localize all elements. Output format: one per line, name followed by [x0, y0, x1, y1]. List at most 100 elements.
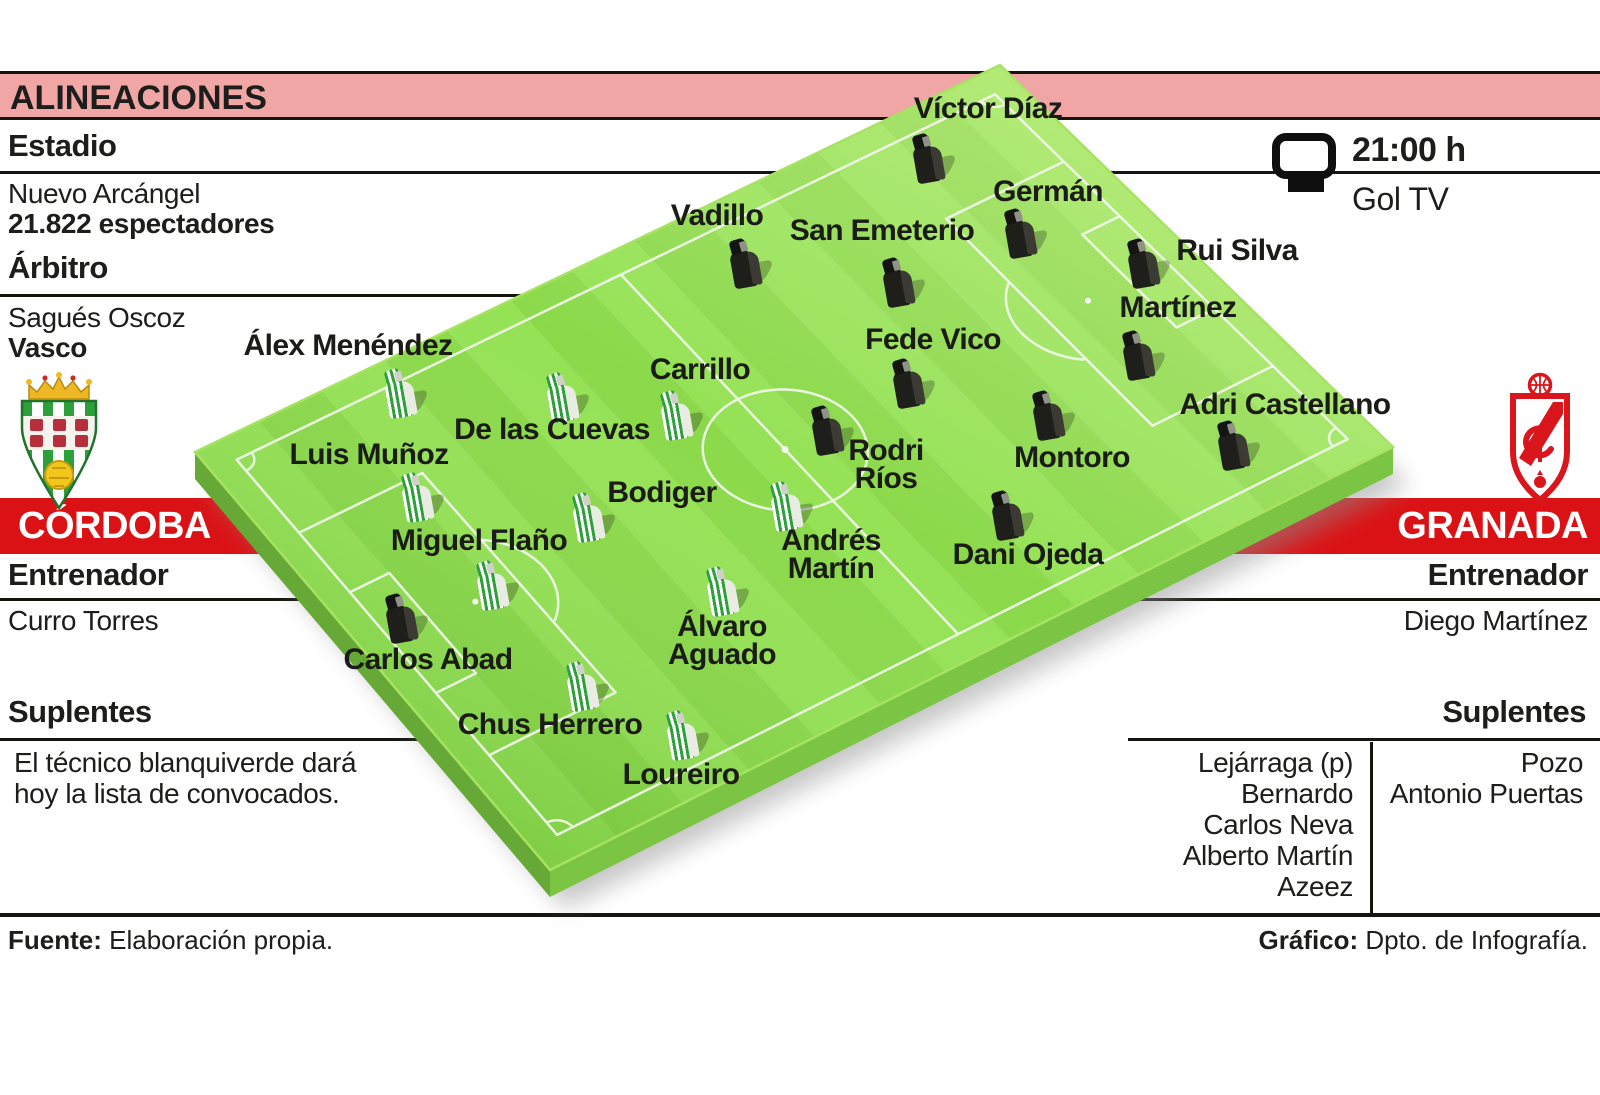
- suplentes-label-granada: Suplentes: [1442, 694, 1586, 729]
- player-figure: [1214, 417, 1264, 472]
- entrenador-label-granada: Entrenador: [1427, 557, 1589, 592]
- player-figure: [726, 235, 776, 290]
- grafico-value: Dpto. de Infografía.: [1365, 925, 1588, 955]
- player-face: [669, 392, 680, 405]
- arbitro-origen: Vasco: [8, 332, 87, 363]
- player-figure: [879, 254, 929, 309]
- player-name: Chus Herrero: [457, 708, 643, 741]
- suplente: Antonio Puertas: [1389, 778, 1584, 809]
- player-name: Martínez: [1119, 291, 1237, 324]
- tv-icon: [1272, 133, 1336, 179]
- player-figure: [1029, 387, 1079, 442]
- estadio-value: Nuevo Arcángel: [8, 178, 201, 209]
- player-figure: [398, 469, 448, 524]
- fuente-value: Elaboración propia.: [109, 925, 334, 955]
- player-face: [581, 494, 592, 507]
- player-face: [779, 483, 790, 496]
- player-face: [738, 240, 749, 253]
- player-name: De las Cuevas: [454, 413, 650, 446]
- player-face: [555, 374, 566, 387]
- grafico-label: Gráfico:: [1258, 925, 1359, 955]
- player-figure: [1119, 327, 1169, 382]
- player-name: Víctor Díaz: [913, 92, 1063, 125]
- suplentes-label-cordoba: Suplentes: [8, 694, 152, 729]
- player-face: [891, 259, 902, 272]
- entrenador-granada: Diego Martínez: [1403, 605, 1589, 636]
- granada-name: GRANADA: [1397, 505, 1588, 547]
- rule-entrenador-right: [1000, 598, 1600, 601]
- rule-footer: [0, 913, 1600, 917]
- player-figure: [381, 365, 431, 420]
- player-figure: [657, 387, 707, 442]
- arbitro-label: Árbitro: [8, 250, 108, 285]
- player-name: Fede Vico: [865, 323, 1001, 356]
- rule-estadio: [0, 171, 1600, 174]
- crown: [28, 375, 90, 400]
- player-face: [921, 135, 932, 148]
- rule-entrenador-left: [0, 598, 340, 601]
- player-face: [393, 370, 404, 383]
- player-name: Vadillo: [670, 199, 764, 232]
- player-name: Germán: [993, 175, 1103, 208]
- suplentes-nota-cordoba: El técnico blanquiverde dará hoy la list…: [14, 747, 357, 809]
- tv-channel: Gol TV: [1352, 181, 1449, 217]
- player-face: [675, 712, 686, 725]
- suplentes-granada-col1: Lejárraga (p) Bernardo Carlos Neva Alber…: [1183, 747, 1354, 902]
- player-figure: [909, 130, 959, 185]
- player-face: [575, 663, 586, 676]
- player-face: [1013, 210, 1024, 223]
- player-face: [1041, 392, 1052, 405]
- player-name: Carlos Abad: [343, 643, 514, 676]
- player-face: [1136, 240, 1147, 253]
- suplente: Lejárraga (p): [1197, 747, 1354, 778]
- entrenador-cordoba: Curro Torres: [8, 605, 159, 636]
- player-name: Rodri Ríos: [848, 434, 924, 495]
- suplente: Azeez: [1277, 871, 1353, 902]
- player-figure: [1001, 205, 1051, 260]
- tv-icon-base: [1288, 177, 1324, 192]
- player-face: [394, 595, 405, 608]
- granada-crest: [1510, 372, 1570, 504]
- player-name: Miguel Flaño: [390, 524, 568, 557]
- suplente: Carlos Neva: [1203, 809, 1353, 840]
- player-face: [485, 562, 496, 575]
- rule-suplentes-left: [0, 738, 430, 741]
- entrenador-label-cordoba: Entrenador: [8, 557, 169, 592]
- player-name: Álvaro Aguado: [667, 610, 777, 671]
- player-name: Rui Silva: [1176, 234, 1298, 267]
- player-figure: [563, 658, 613, 713]
- player-face: [715, 568, 726, 581]
- player-name: Álex Menéndez: [243, 329, 454, 362]
- player-face: [901, 360, 912, 373]
- cordoba-crest: [20, 372, 98, 511]
- suplente: Pozo: [1520, 747, 1584, 778]
- page-title: ALINEACIONES: [10, 79, 267, 117]
- player-name: Andrés Martín: [781, 524, 881, 585]
- player-face: [820, 407, 831, 420]
- player-figure: [889, 355, 939, 410]
- player-figure: [382, 590, 432, 645]
- estadio-label: Estadio: [8, 128, 117, 163]
- player-name: Loureiro: [622, 758, 740, 791]
- player-face: [1131, 332, 1142, 345]
- player-name: Montoro: [1014, 441, 1130, 474]
- player-figure: [1124, 235, 1174, 290]
- grafico: Gráfico: Dpto. de Infografía.: [1258, 925, 1588, 956]
- kickoff-time: 21:00 h: [1352, 131, 1466, 169]
- suplentes-granada-col2: Pozo Antonio Puertas: [1389, 747, 1584, 809]
- player-figure: [663, 707, 713, 762]
- player-name: Bodiger: [607, 476, 717, 509]
- player-name: San Emeterio: [789, 214, 975, 247]
- rule-arbitro: [0, 294, 560, 297]
- rule-suplentes-right: [1128, 738, 1600, 741]
- suplente: Bernardo: [1241, 778, 1353, 809]
- player-figure: [473, 557, 523, 612]
- player-face: [1000, 492, 1011, 505]
- player-face: [1226, 422, 1237, 435]
- player-name: Adri Castellano: [1179, 388, 1391, 421]
- espectadores-value: 21.822 espectadores: [8, 208, 275, 239]
- player-figure: [808, 402, 858, 457]
- fuente: Fuente: Elaboración propia.: [8, 925, 333, 956]
- player-name: Carrillo: [649, 353, 751, 386]
- player-figure: [988, 487, 1038, 542]
